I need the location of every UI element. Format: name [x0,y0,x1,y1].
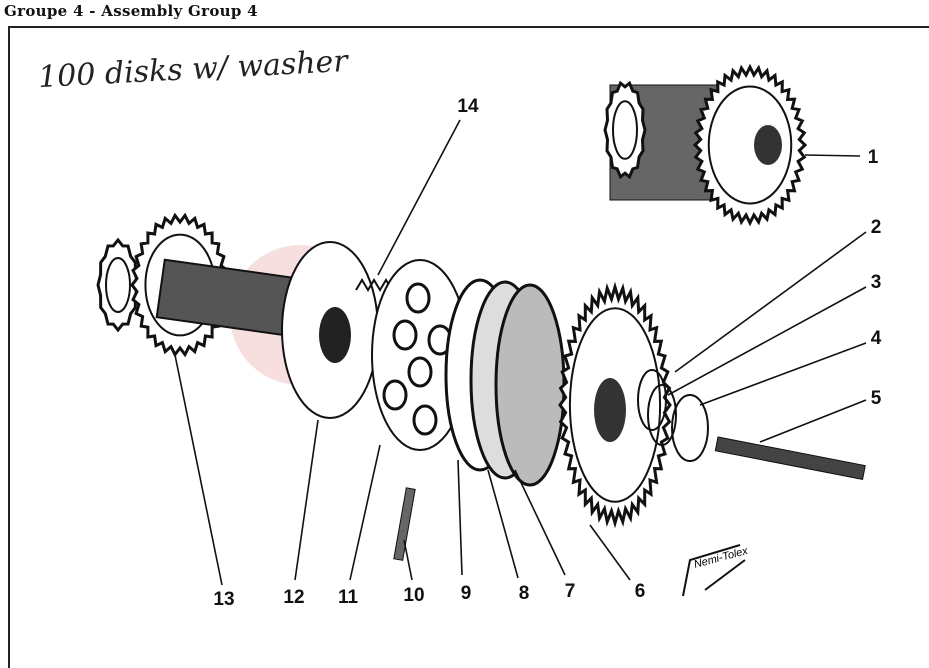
signature-text: Nemi-Tolex [693,545,750,571]
leader-line-14 [377,119,461,276]
leader-line-9 [457,459,463,576]
hub [754,125,782,165]
part-11-holes [382,282,453,436]
callout-11: 11 [338,587,359,608]
leader-line-8 [487,469,519,579]
leader-line-11 [349,444,381,581]
signature: Nemi-Tolex [682,544,750,597]
part-7-drum [494,283,566,487]
callout-14: 14 [457,96,479,117]
leader-line-12 [294,419,319,581]
callout-4: 4 [871,328,882,349]
gear-teeth [96,237,140,333]
leader-line-6 [589,524,631,581]
leader-line-2 [674,231,867,373]
gear-rim [612,100,638,160]
callout-13: 13 [213,589,234,610]
leader-line-7 [514,469,566,576]
carrier-hole [412,404,438,436]
carrier-hole [407,356,433,388]
carrier-hole [382,379,408,411]
gear-rim [105,257,131,313]
callout-8: 8 [519,583,530,604]
part-3-washer [647,384,677,446]
callout-12: 12 [283,587,304,608]
leader-line-13 [174,354,223,586]
callout-6: 6 [635,581,646,602]
leader-line-5 [759,399,867,443]
gear-rim [568,307,662,503]
part-6-large-gear [558,281,672,529]
callout-3: 3 [871,272,882,293]
callout-2: 2 [871,217,882,238]
gear-rim [707,85,793,205]
callout-9: 9 [461,583,472,604]
gear-teeth [692,63,808,227]
callout-1: 1 [868,147,879,168]
carrier-hole [405,282,431,314]
leader-line-1 [804,154,861,157]
callout-10: 10 [403,585,424,606]
callout-5: 5 [871,388,882,409]
part-10-pin [393,487,416,561]
leader-line-4 [699,342,867,406]
part-12-hub [319,307,351,363]
page-title: Groupe 4 - Assembly Group 4 [4,2,258,20]
callout-7: 7 [565,581,576,602]
part-1-cluster-gear [603,63,808,227]
part-5-pin [714,436,866,480]
diagram-frame [8,26,929,668]
leader-line-3 [667,286,867,396]
gear-teeth [603,80,647,180]
part-4-washer [671,394,709,462]
hub [594,378,626,442]
leader-line-10 [403,539,413,581]
part-2-washer [637,369,667,431]
carrier-hole [392,319,418,351]
part-14-spring [355,278,393,292]
